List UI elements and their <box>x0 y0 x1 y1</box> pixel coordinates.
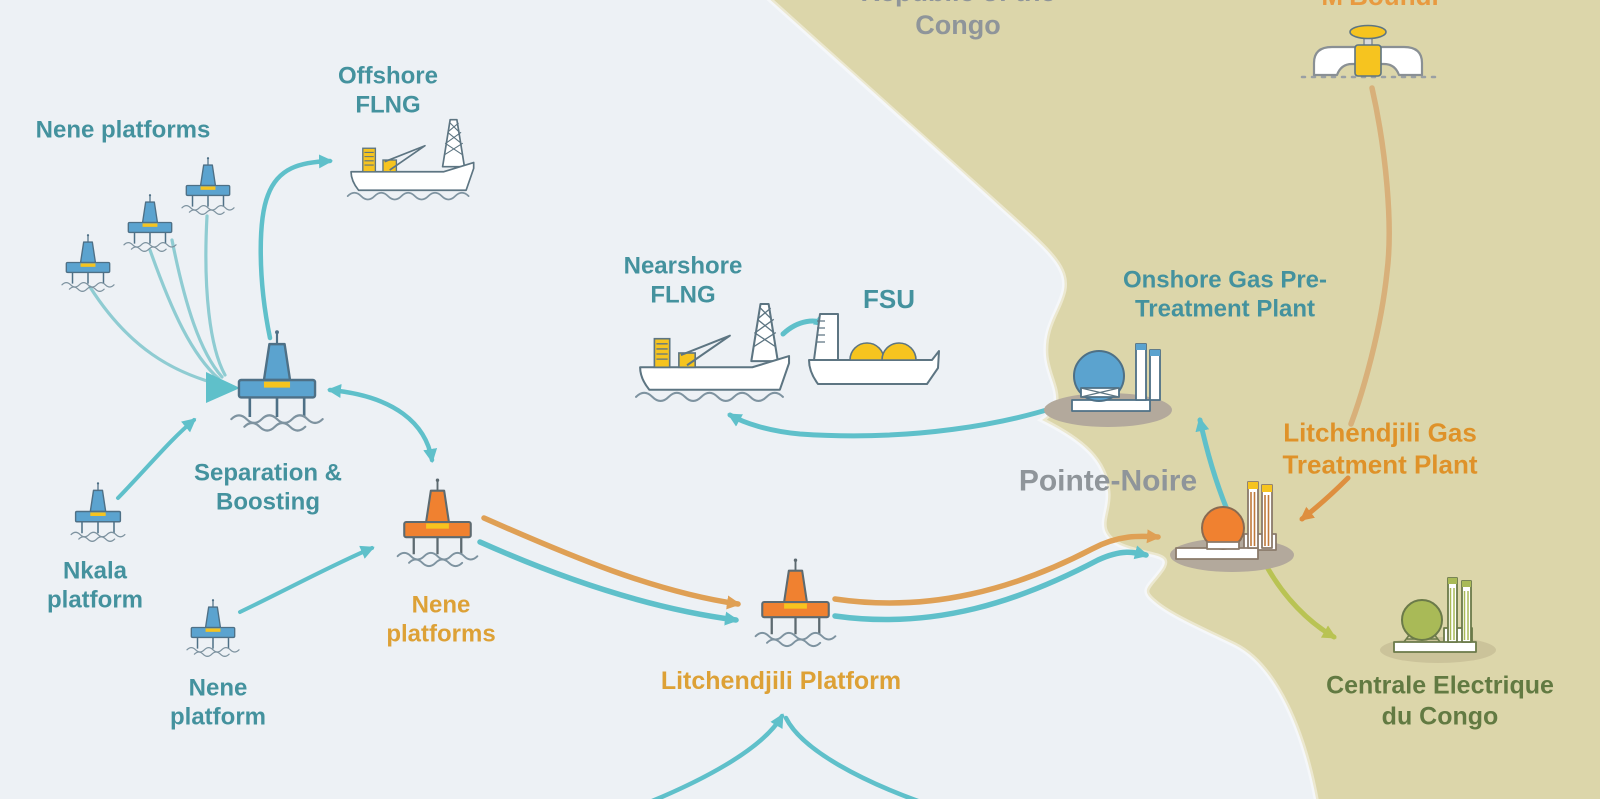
flow-separation-nene-loop <box>327 384 438 463</box>
flow-plant-to-power <box>1264 564 1337 640</box>
litchendjili-treatment-plant-icon <box>1170 481 1294 572</box>
flow-well-1 <box>88 285 216 385</box>
flow-south-wells-left <box>651 713 785 799</box>
pipeline-gas-hub-to-platform <box>477 539 739 626</box>
flow-nkala-to-separation <box>116 418 197 500</box>
fsu-ship-icon <box>808 313 940 385</box>
power-plant-icon <box>1380 577 1496 663</box>
offshore-flng-label: Offshore FLNG <box>337 62 438 119</box>
nene-cluster-platform-icon <box>123 193 177 252</box>
flow-mboundi-arrow <box>1299 475 1351 522</box>
pipeline-oil-hub-to-platform <box>481 515 741 610</box>
nkala-platform-label: Nkala platform <box>47 557 143 614</box>
separation-boosting-platform-icon <box>230 329 324 432</box>
onshore-pretreatment-label: Onshore Gas Pre-Treatment Plant <box>1122 266 1328 323</box>
nene-hub-platform-icon <box>396 477 479 568</box>
pointe-noire-label: Pointe-Noire <box>1018 464 1198 498</box>
flow-wells-arrowhead <box>206 372 240 403</box>
flow-separation-to-offshore-flng <box>258 154 333 341</box>
nene-platform-icon <box>186 598 240 657</box>
flow-well-2 <box>148 248 221 381</box>
pipeline-oil-platform-to-plant <box>832 529 1161 606</box>
flow-plant-to-pretreatment <box>1195 417 1231 515</box>
nene-hub-label: Nene platforms <box>386 591 496 648</box>
litchendjili-platform-icon <box>754 557 837 648</box>
onshore-pretreatment-plant-icon <box>1044 343 1172 427</box>
flow-nene-to-hub <box>238 545 375 614</box>
nearshore-flng-label: Nearshore FLNG <box>623 252 743 309</box>
pipeline-mboundi <box>1348 85 1392 427</box>
nene-cluster-platform-icon <box>61 233 115 292</box>
mboundi-label: M'Boundi <box>1270 0 1490 13</box>
fsu-label: FSU <box>863 284 915 315</box>
separation-boosting-label: Separation & Boosting <box>193 459 343 516</box>
centrale-label: Centrale Electrique du Congo <box>1326 671 1554 731</box>
nkala-platform-icon <box>70 481 126 542</box>
offshore-flng-ship-icon <box>346 118 475 201</box>
country-label: Republic of the Congo <box>861 0 1056 40</box>
litchendjili-treatment-label: Litchendjili Gas Treatment Plant <box>1282 417 1478 479</box>
mboundi-valve-icon <box>1300 24 1442 79</box>
flow-well-4 <box>170 238 224 379</box>
flow-well-3 <box>204 214 227 377</box>
flow-south-wells-right <box>783 715 919 799</box>
nene-platform-label: Nene platform <box>170 674 266 731</box>
nene-cluster-platform-icon <box>181 156 235 215</box>
nearshore-flng-ship-icon <box>635 303 791 402</box>
litchendjili-platform-label: Litchendjili Platform <box>660 666 902 695</box>
flow-pretreatment-to-nearshore <box>727 391 1095 439</box>
congo-land <box>766 0 1600 799</box>
nene-cluster-label: Nene platforms <box>35 116 211 144</box>
pipeline-gas-platform-to-plant <box>832 545 1149 623</box>
